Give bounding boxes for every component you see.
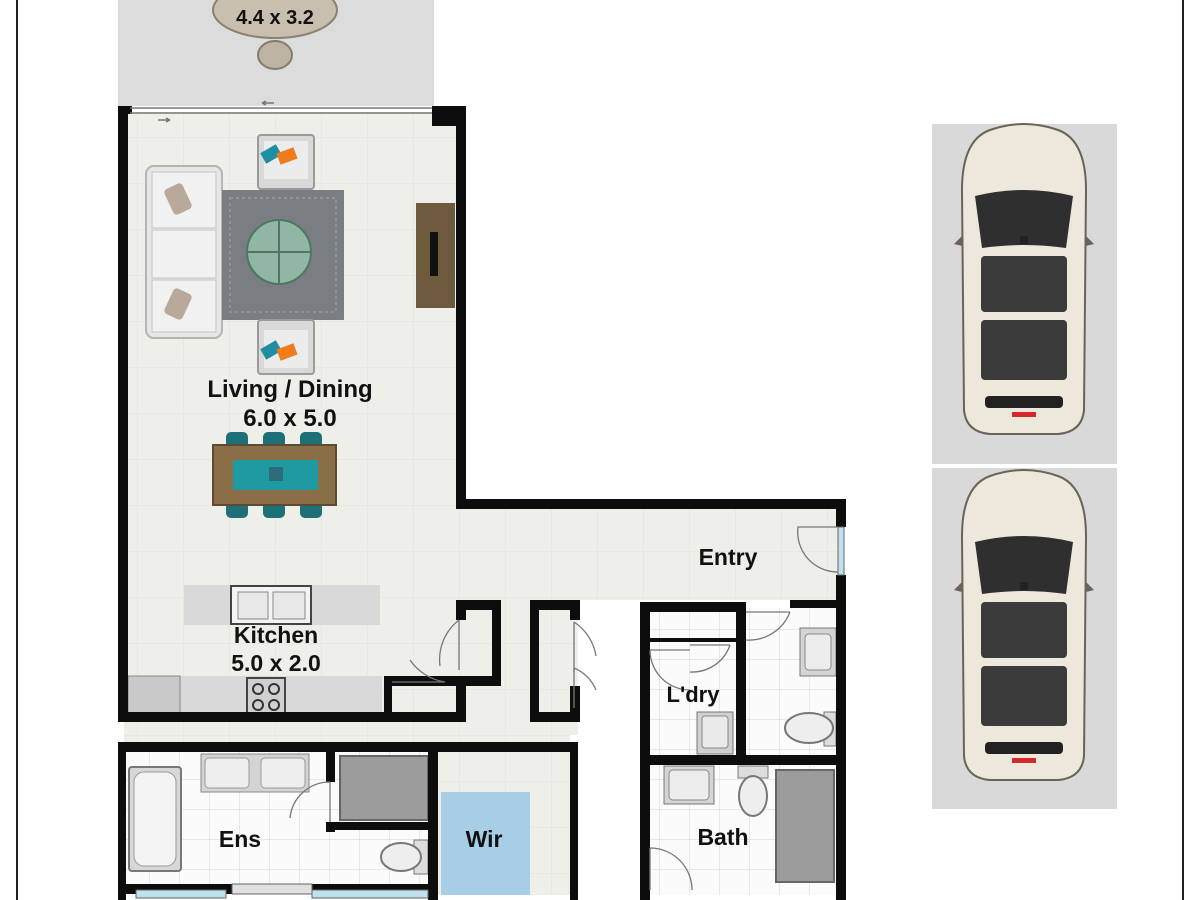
cooktop xyxy=(246,677,286,717)
armchair-top xyxy=(257,134,315,190)
robe-floor xyxy=(441,792,530,895)
laundry-label: L'dry xyxy=(666,682,720,707)
coffee-table xyxy=(246,219,312,285)
entry-label: Entry xyxy=(698,544,758,570)
ensuite-toilet xyxy=(380,839,429,875)
dining-table xyxy=(212,432,337,518)
armchair-bottom xyxy=(257,319,315,375)
door-swings xyxy=(289,526,839,891)
wir-label: Wir xyxy=(465,826,503,852)
windows xyxy=(135,526,845,899)
car-icon xyxy=(954,123,1094,435)
bath-shower xyxy=(775,769,835,883)
ensuite-bathtub xyxy=(128,766,182,872)
kitchen-sink xyxy=(230,585,312,625)
ensuite-vanity xyxy=(200,753,310,793)
tv-unit xyxy=(416,203,455,308)
sofa xyxy=(145,165,223,339)
bath-vanity xyxy=(663,765,715,805)
living-dining-name: Living / Dining xyxy=(207,376,373,403)
laundry-tub xyxy=(696,711,734,755)
fridge xyxy=(127,675,181,717)
living-dining-label: Living / Dining 6.0 x 5.0 xyxy=(170,376,410,434)
bath-toilet xyxy=(737,765,769,817)
outdoor-table xyxy=(212,0,338,70)
ensuite-shower xyxy=(339,755,429,821)
car-icon xyxy=(953,469,1095,781)
ensuite-label: Ens xyxy=(218,826,262,852)
balcony-dimensions: 4.4 x 3.2 xyxy=(236,7,314,29)
balcony-door xyxy=(130,100,432,123)
living-dining-dimensions: 6.0 x 5.0 xyxy=(243,404,337,432)
kitchen-name: Kitchen xyxy=(233,622,319,648)
page-border xyxy=(16,0,1184,900)
kitchen-dimensions: 5.0 x 2.0 xyxy=(231,649,321,676)
kitchen-label: Kitchen 5.0 x 2.0 xyxy=(186,622,366,677)
bath-label: Bath xyxy=(697,824,749,850)
bathroom-vanity-top xyxy=(799,627,837,677)
